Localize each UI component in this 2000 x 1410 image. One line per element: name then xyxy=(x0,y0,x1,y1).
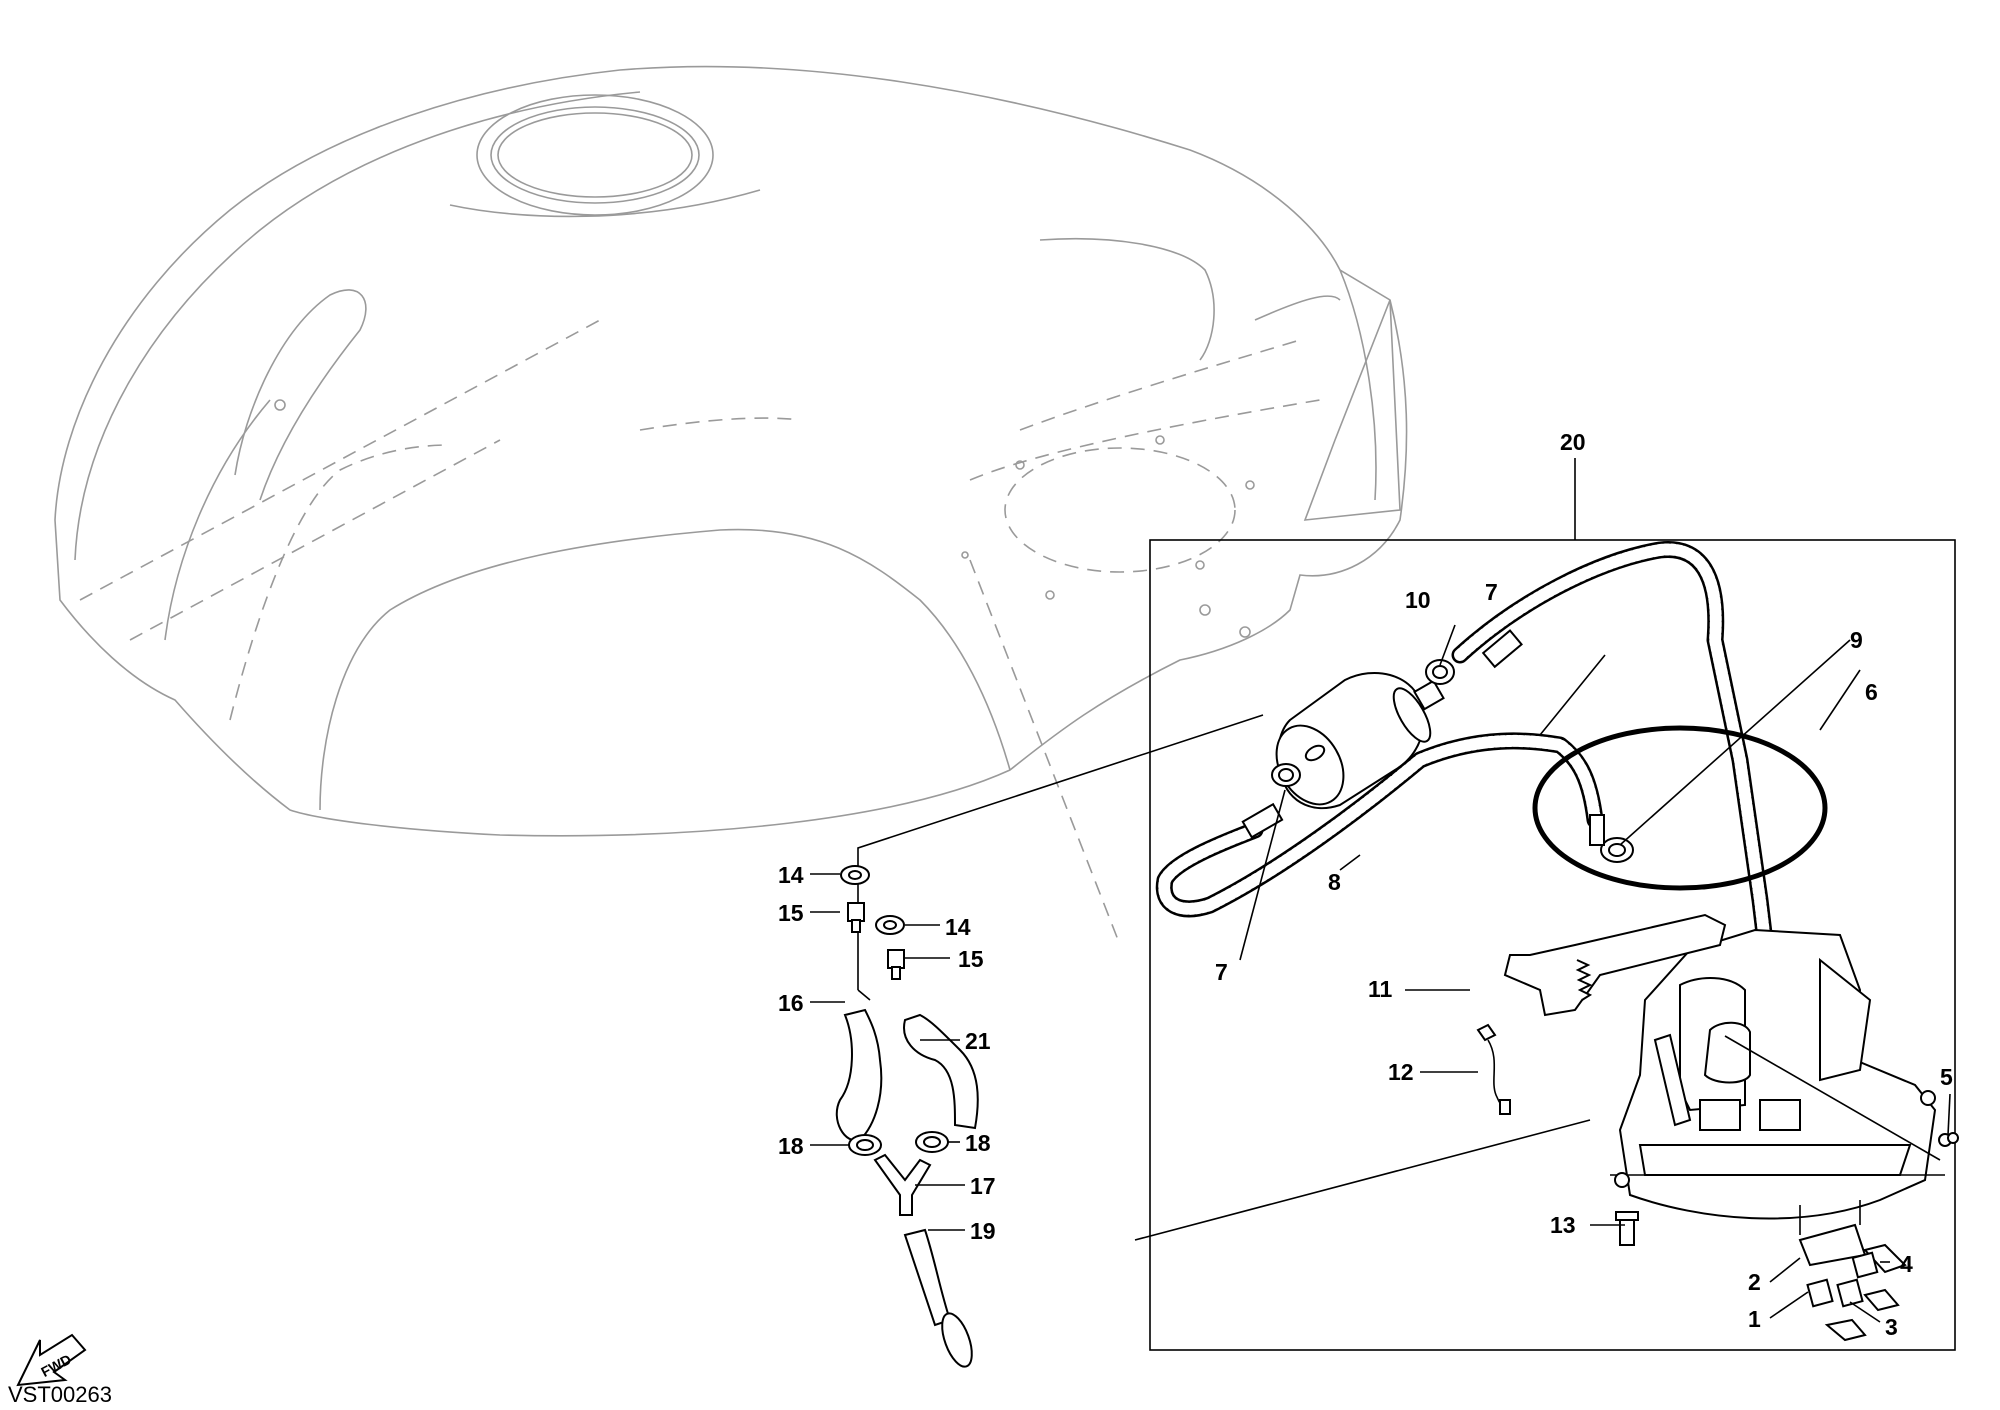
callout-10: 10 xyxy=(1405,587,1431,613)
callout-labels: 20 10 7 9 6 8 7 11 12 5 13 4 2 3 1 14 14… xyxy=(778,429,1953,1340)
fuel-hoses xyxy=(1155,540,1784,1034)
callout-21: 21 xyxy=(965,1028,991,1054)
callout-2: 2 xyxy=(1748,1269,1761,1295)
leader-lines xyxy=(810,624,1951,1323)
bottom-fittings xyxy=(1798,1200,1907,1342)
callout-8: 8 xyxy=(1328,869,1341,895)
callout-5: 5 xyxy=(1940,1064,1953,1090)
fuel-filter xyxy=(1275,671,1445,810)
forward-arrow-icon: FWD xyxy=(16,1333,87,1387)
fuel-pump-body xyxy=(1503,913,1952,1220)
callout-14: 14 xyxy=(778,862,804,888)
breather-kit xyxy=(835,865,979,1368)
callout-3: 3 xyxy=(1885,1314,1898,1340)
fuel-tank xyxy=(54,65,1408,946)
callout-7: 7 xyxy=(1485,579,1498,605)
callout-12: 12 xyxy=(1388,1059,1414,1085)
fuel-pump-assembly-box xyxy=(857,458,1956,1351)
callout-17: 17 xyxy=(970,1173,996,1199)
callout-13: 13 xyxy=(1550,1212,1576,1238)
hose-clamps xyxy=(1271,659,1634,863)
callout-11: 11 xyxy=(1368,976,1393,1002)
o-ring xyxy=(1532,725,1828,891)
small-parts xyxy=(1476,959,1959,1246)
callout-15: 15 xyxy=(958,946,984,972)
callout-16: 16 xyxy=(778,990,804,1016)
callout-19: 19 xyxy=(970,1218,996,1244)
callout-9: 9 xyxy=(1850,627,1863,653)
callout-18: 18 xyxy=(965,1130,991,1156)
callout-7: 7 xyxy=(1215,959,1228,985)
callout-14: 14 xyxy=(945,914,971,940)
callout-15: 15 xyxy=(778,900,804,926)
callout-18: 18 xyxy=(778,1133,804,1159)
callout-20: 20 xyxy=(1560,429,1586,455)
drawing-code: VST00263 xyxy=(8,1382,112,1407)
callout-4: 4 xyxy=(1900,1251,1913,1277)
callout-6: 6 xyxy=(1865,679,1878,705)
callout-1: 1 xyxy=(1748,1306,1761,1332)
